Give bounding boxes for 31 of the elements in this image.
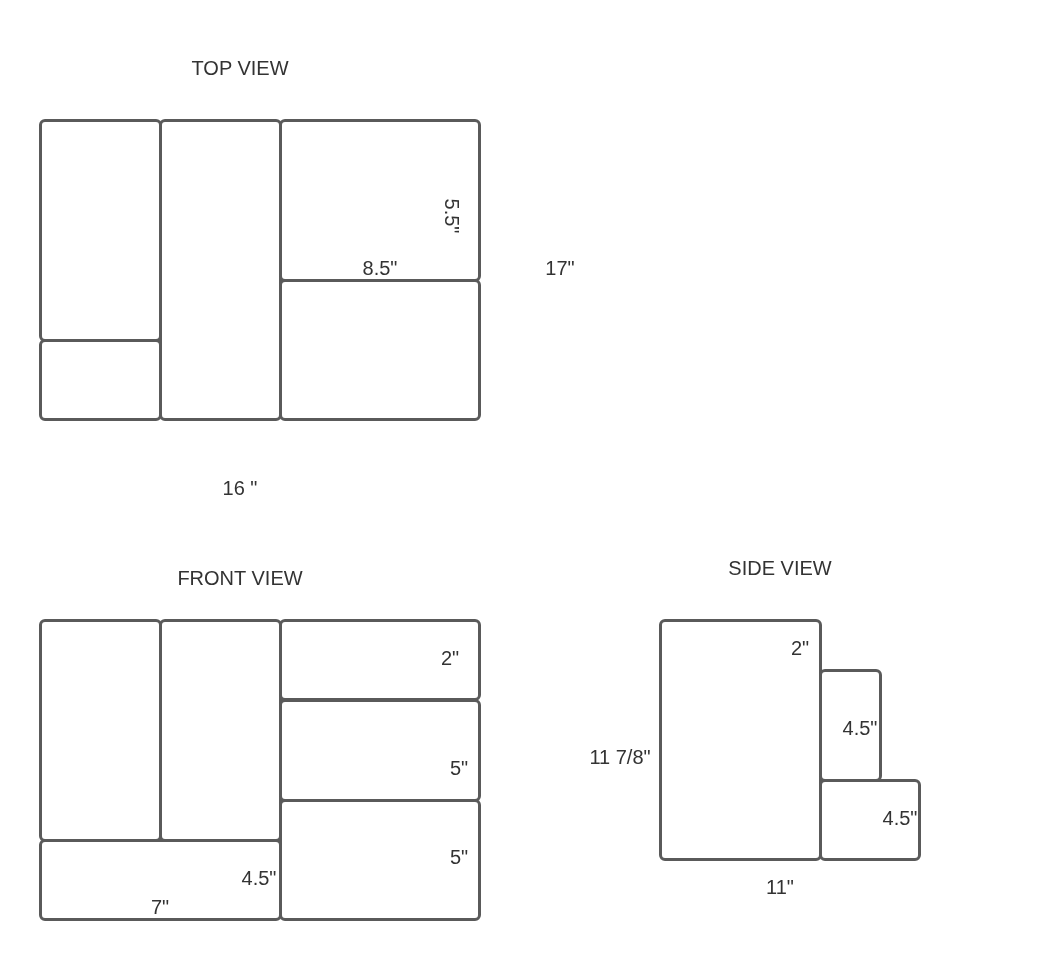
dimension-text: 2" [790, 638, 810, 658]
dimension-text: 4.5" [241, 868, 277, 888]
compartment-box [159, 119, 282, 421]
dimension-text: 5" [449, 758, 469, 778]
compartment-box [39, 839, 282, 921]
dimension-text: 4.5" [882, 808, 918, 828]
compartment-box [279, 619, 481, 701]
dimension-text: 11 7/8" [589, 747, 651, 767]
compartment-box [659, 619, 822, 861]
dimension-text: 4.5" [842, 718, 878, 738]
compartment-box [279, 799, 481, 921]
dimension-text: 11" [766, 877, 794, 897]
view-title: TOP VIEW [191, 58, 289, 78]
compartment-box [39, 619, 162, 842]
compartment-box [279, 119, 481, 282]
dimension-text: 17" [545, 258, 575, 278]
compartment-box [279, 279, 481, 421]
compartment-box [39, 339, 162, 421]
dimension-text: 2" [440, 648, 460, 668]
view-title: FRONT VIEW [177, 568, 303, 588]
compartment-box [159, 619, 282, 842]
dimension-text: 16 " [222, 478, 258, 498]
dimension-text: 7" [150, 897, 170, 917]
dimension-text: 5.5" [442, 198, 462, 234]
view-title: SIDE VIEW [728, 558, 832, 578]
compartment-box [819, 669, 882, 782]
dimension-text: 8.5" [362, 258, 398, 278]
compartment-box [39, 119, 162, 342]
dimension-text: 5" [449, 847, 469, 867]
compartment-box [279, 699, 481, 802]
compartment-box [819, 779, 921, 861]
